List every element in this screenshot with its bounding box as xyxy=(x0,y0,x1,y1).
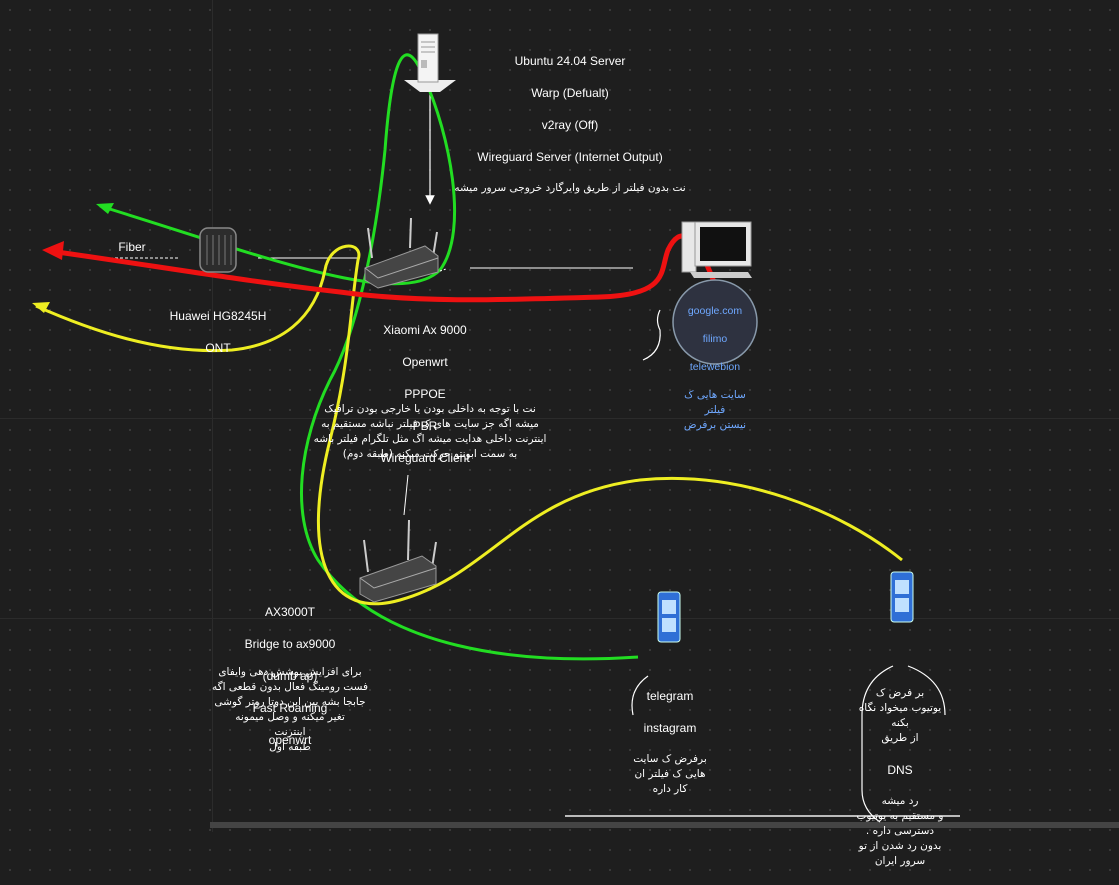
router-icon xyxy=(364,217,447,289)
main-router-line5: Wireguard Client xyxy=(380,451,470,465)
pc-note: سایت هایی ک فیلتر نیستن برفرض xyxy=(683,389,747,431)
ap-line4: Fast Roaming xyxy=(252,701,328,715)
diagram-canvas xyxy=(32,33,1119,828)
green-arrowhead xyxy=(96,203,114,214)
main-router-line4: PBR xyxy=(412,419,438,433)
main-router-line2: Openwrt xyxy=(402,355,448,369)
phone1-note: برفرض ک سایت هایی ک فیلتر ان کار داره xyxy=(633,753,707,795)
canvas-grid-line xyxy=(0,418,1119,419)
pc-icon xyxy=(681,221,752,278)
main-router-line3: PPPOE xyxy=(404,387,446,401)
main-router-line1: Xiaomi Ax 9000 xyxy=(383,323,467,337)
ont-icon xyxy=(199,227,237,273)
pc-site1: google.com xyxy=(687,305,743,317)
ap-line2: Bridge to ax9000 xyxy=(244,637,336,651)
ont-line2: ONT xyxy=(205,341,231,355)
main-router-note: نت با توجه به داخلی بودن یا خارجی بودن ت… xyxy=(313,403,547,460)
ap-note: برای افزایش پوشش دهی وایفای فست رومینگ ف… xyxy=(211,666,368,753)
red-arrowhead xyxy=(42,241,64,260)
ap-line1: AX3000T xyxy=(264,605,316,619)
phone2-dns: DNS xyxy=(887,763,913,777)
phone2-note-top: بر فرض ک یوتیوب میخواد نگاه بکنه از طریق xyxy=(858,687,942,744)
ont-label: Huawei HG8245H ONT xyxy=(148,292,288,372)
server-line2: Warp (Defualt) xyxy=(531,86,609,100)
server-line4: Wireguard Server (Internet Output) xyxy=(477,150,663,164)
fiber-label: Fiber xyxy=(118,240,146,254)
server-line3: v2ray (Off) xyxy=(541,118,599,132)
phone1-line1: telegram xyxy=(646,689,694,703)
phone-icon xyxy=(657,591,681,643)
phone2-note-bracket-left xyxy=(861,665,894,823)
main-router-label: Xiaomi Ax 9000 Openwrt PPPOE PBR Wiregua… xyxy=(350,306,500,482)
red-traffic-path xyxy=(49,233,717,303)
ap-line3: (dumb ap) xyxy=(262,669,318,683)
pc-site-list: google.com filimo telewebion سایت هایی ک… xyxy=(673,290,757,447)
router-vertical-link xyxy=(403,474,409,516)
green-traffic-path xyxy=(99,53,639,661)
phone2-label: بر فرض ک یوتیوب میخواد نگاه بکنه از طریق… xyxy=(845,670,955,885)
ap-label: AX3000T Bridge to ax9000 (dumb ap) Fast … xyxy=(220,588,360,764)
ont-line1: Huawei HG8245H xyxy=(169,309,267,323)
phone-icon xyxy=(890,571,914,623)
server-note: نت بدون فیلتر از طریق وایرگارد خروجی سرو… xyxy=(454,182,686,194)
server-line1: Ubuntu 24.04 Server xyxy=(514,54,626,68)
server-label: Ubuntu 24.04 Server Warp (Defualt) v2ray… xyxy=(440,37,700,212)
phone2-note-bracket-right xyxy=(907,665,946,716)
phone1-line2: instagram xyxy=(643,721,697,735)
canvas-grid-line xyxy=(212,0,213,832)
yellow-arrowhead xyxy=(32,302,50,313)
pc-site3: telewebion xyxy=(689,361,741,373)
website-cloud-circle xyxy=(672,279,758,365)
server-icon xyxy=(404,33,456,92)
canvas-grid-line xyxy=(0,618,1119,619)
phone1-label: telegram instagram برفرض ک سایت هایی ک ف… xyxy=(620,672,720,813)
phone1-note-bracket xyxy=(631,675,649,716)
ap-line5: openwrt xyxy=(268,733,312,747)
pc-site2: filimo xyxy=(702,333,728,345)
pc-site-bracket xyxy=(642,309,661,361)
yellow-traffic-path xyxy=(35,244,903,606)
ap-router-icon xyxy=(359,519,437,603)
